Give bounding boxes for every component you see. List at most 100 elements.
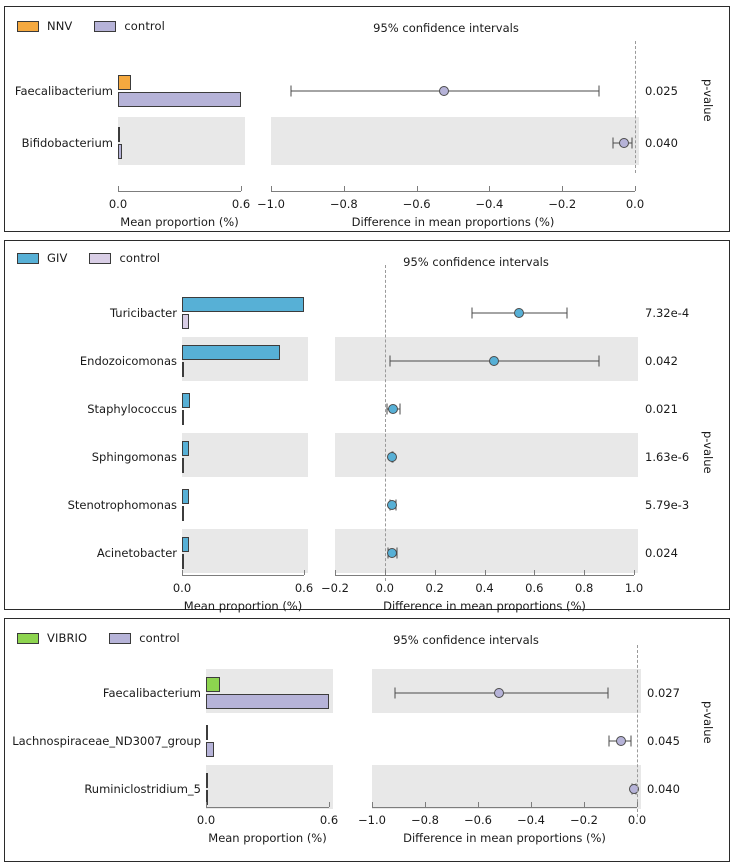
error-bar-cap [631,137,633,149]
bar-control [182,506,184,521]
right-axis-tick [343,186,345,191]
p-value-label: 0.042 [645,354,678,368]
p-value-label: 0.024 [645,546,678,560]
row-band [335,529,638,573]
legend-swatch-nnv [17,20,39,32]
bar-giv [182,393,190,408]
data-point [388,404,399,414]
right-axis-tick [584,802,585,807]
bar-nnv [118,127,120,142]
legend-label-vibrio: VIBRIO [47,631,88,645]
error-bar-cap [396,547,398,559]
legend-item-control: control [109,631,180,645]
bar-control [206,742,214,757]
left-axis-tick-label: 0.0 [196,813,216,827]
error-bar-cap [389,355,391,367]
legend-label-giv: GIV [47,251,68,265]
error-bar-cap [630,735,632,747]
bar-giv [182,441,189,456]
left-axis-title: Mean proportion (%) [183,599,303,613]
legend: VIBRIO control [17,631,202,645]
row-band [335,433,638,477]
bar-giv [182,345,280,360]
error-bar-cap [566,307,568,319]
bar-vibrio [206,725,208,740]
data-point [629,784,640,794]
right-axis-tick [635,186,636,191]
right-axis-tick-label: 1.0 [624,581,644,595]
right-axis-tick-label: −0.6 [464,813,492,827]
right-axis-tick [634,570,635,575]
row-band [372,765,641,809]
left-axis-tick-label: 0.6 [319,813,339,827]
error-bar-cap [471,307,473,319]
row-band [182,433,308,477]
right-axis-tick [372,802,373,807]
category-label: Sphingomonas [91,450,177,464]
p-value-axis-label: p-value [701,79,715,122]
error-bar-cap [607,687,609,699]
left-axis-tick [241,186,242,191]
legend-label-control: control [119,251,161,265]
right-axis-tick [478,802,479,807]
right-axis-tick-label: −0.8 [329,197,358,211]
left-axis-line [182,575,304,576]
row-band [182,529,308,573]
right-axis-tick [416,186,418,191]
right-axis-tick [534,570,536,575]
p-value-axis-label: p-value [701,701,715,744]
right-axis-tick-label: 0.6 [525,581,544,595]
bar-vibrio [206,773,208,788]
category-label: Acinetobacter [96,546,177,560]
right-axis-tick-label: 0.4 [475,581,494,595]
right-axis-tick [531,802,532,807]
data-point [619,138,630,148]
right-axis-tick-label: −0.2 [570,813,598,827]
bar-vibrio [206,677,220,692]
error-bar-cap [608,735,610,747]
right-axis-tick-label: 0.2 [425,581,444,595]
right-axis-tick [562,186,564,191]
right-axis-tick-label: 0.8 [575,581,594,595]
legend-item-control: control [94,19,165,33]
p-value-label: 7.32e-4 [645,306,690,320]
error-bar-cap [290,85,292,97]
right-axis-tick-label: −0.4 [475,197,504,211]
p-value-label: 5.79e-3 [645,498,690,512]
category-label: Stenotrophomonas [67,498,177,512]
legend-swatch-control [89,252,112,264]
left-axis-tick [329,802,330,807]
error-bar-cap [598,355,600,367]
right-axis-tick-label: −0.6 [402,197,431,211]
bar-control [206,694,329,709]
data-point [494,688,505,698]
legend-item-giv: GIV [17,251,67,265]
left-axis-title: Mean proportion (%) [120,215,239,229]
right-axis-tick [335,570,336,575]
right-axis-tick-label: −0.8 [411,813,439,827]
bar-giv [182,489,190,504]
row-band [335,337,638,381]
right-axis-tick-label: −1.0 [358,813,386,827]
ci-title: 95% confidence intervals [373,21,519,35]
legend: GIV control [17,251,182,265]
left-axis-tick-label: 0.6 [231,197,251,211]
left-axis-tick [304,570,305,575]
category-label: Lachnospiraceae_ND3007_group [12,734,201,748]
data-point [489,356,500,366]
zero-reference-line [635,41,636,173]
row-band [206,765,333,809]
category-label: Bifidobacterium [21,136,113,150]
right-axis-line [372,807,637,808]
p-value-label: 0.021 [645,402,678,416]
category-label: Endozoicomonas [79,354,177,368]
left-axis-tick [206,802,207,807]
right-axis-tick-label: 0.0 [375,581,394,595]
